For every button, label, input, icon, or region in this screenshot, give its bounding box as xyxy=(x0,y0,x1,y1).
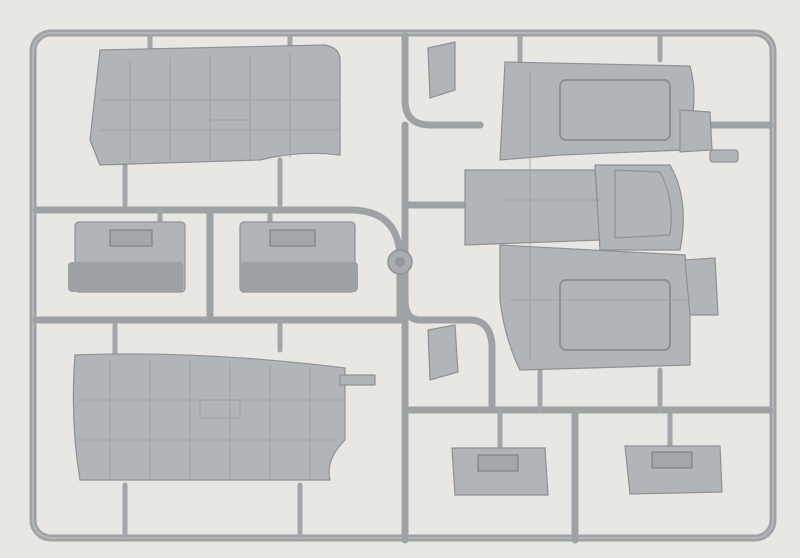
engine-cover-left xyxy=(451,447,549,496)
wing-center-section xyxy=(464,61,739,371)
small-part-mid xyxy=(427,324,459,381)
engine-cover-right xyxy=(624,445,723,495)
small-part-top xyxy=(427,41,456,99)
engine-part-right xyxy=(239,221,358,293)
fuselage-panel-upper xyxy=(89,44,341,166)
fuselage-panel-lower xyxy=(72,353,376,481)
sprue-runners xyxy=(32,32,774,544)
engine-part-left xyxy=(68,221,186,293)
